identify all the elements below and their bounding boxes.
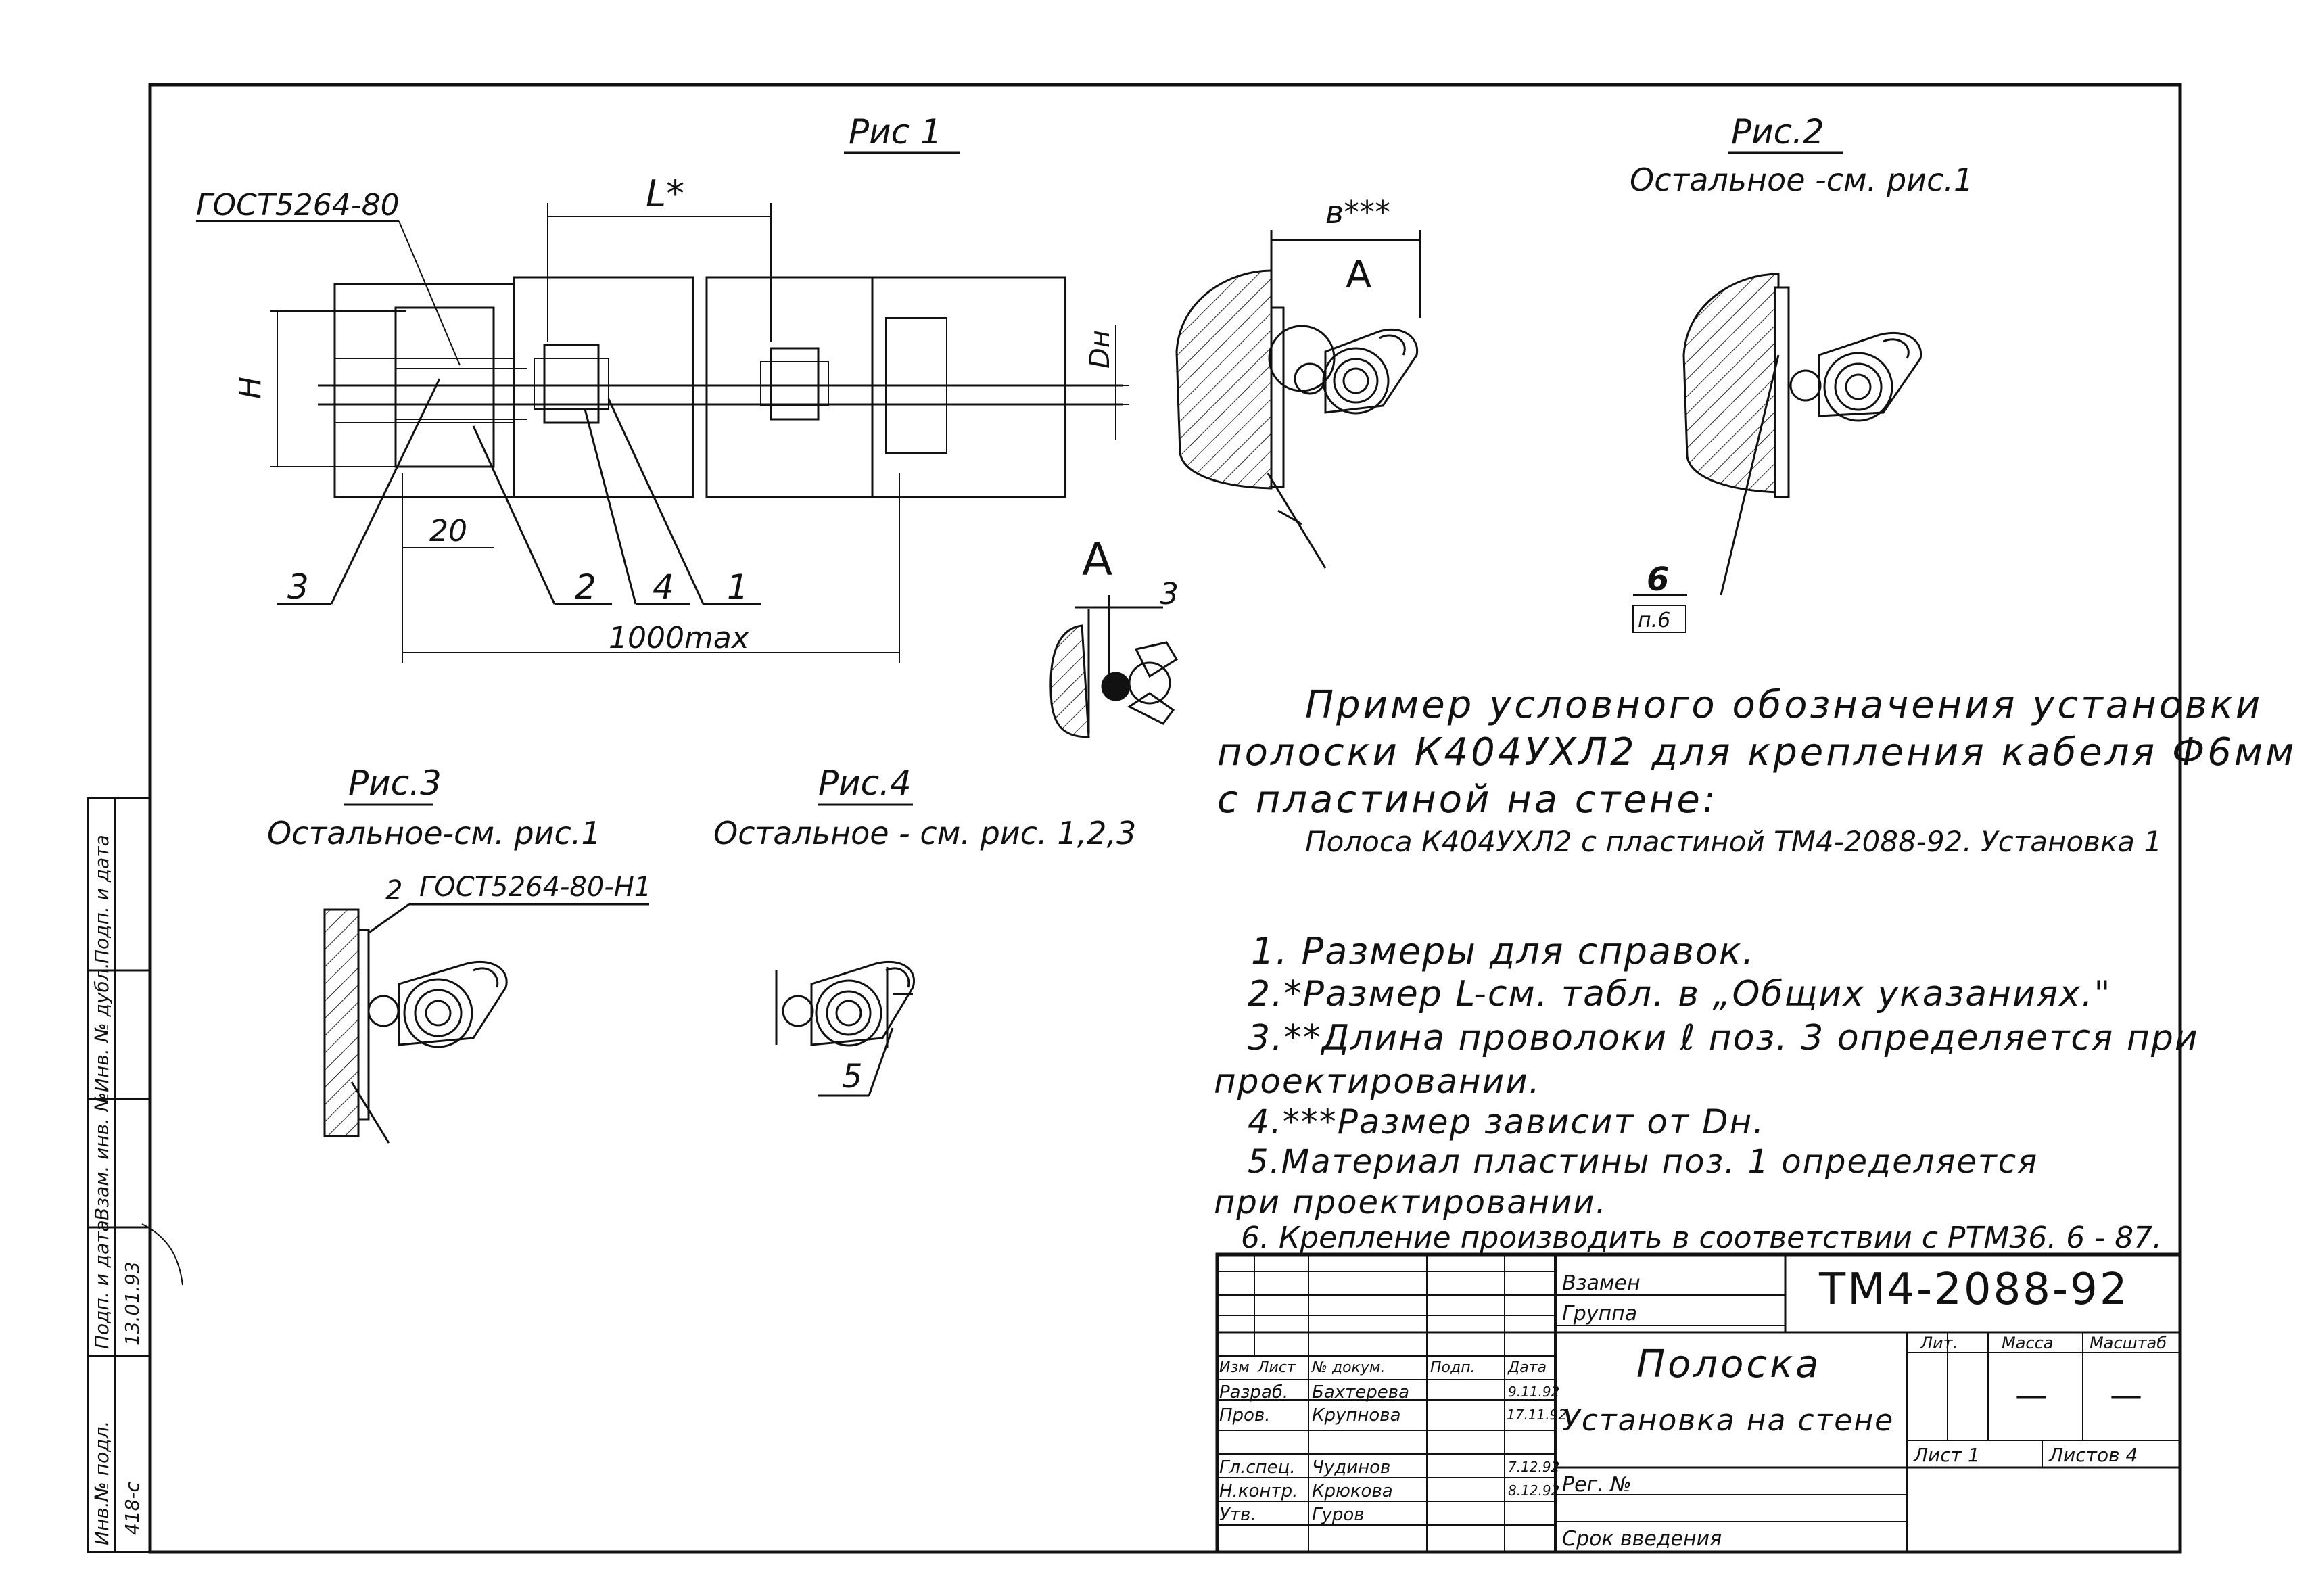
- figure-3: [323, 803, 649, 1144]
- example-line-2: полоски К404УХЛ2 для крепления кабеля Ф6…: [1217, 730, 2297, 774]
- fig4-subtitle: Остальное - см. рис. 1,2,3: [713, 815, 1136, 851]
- stamp-inv-no: 418-с: [121, 1481, 143, 1535]
- fig1-standard: ГОСТ5264-80: [196, 188, 400, 222]
- tb-replaces: Взамен: [1562, 1271, 1641, 1295]
- figure-2: [1632, 151, 1922, 633]
- fig3-subtitle: Остальное-см. рис.1: [267, 815, 601, 851]
- tb-name-3: Чудинов: [1312, 1457, 1391, 1478]
- fig1-callout-1: 1: [727, 567, 749, 607]
- figure-2-section: [1175, 230, 1421, 569]
- fig1-title: Рис 1: [849, 112, 942, 151]
- fig1-dim-max: 1000max: [609, 621, 750, 655]
- tb-doc-number: ТМ4-2088-92: [1819, 1265, 2129, 1315]
- fig1-callout-2: 2: [575, 567, 596, 607]
- tb-lit: Лит.: [1920, 1334, 1958, 1353]
- stamp-sign-date-label-2: Подп. и дата: [91, 835, 113, 964]
- view-a-dim: 3: [1160, 577, 1179, 611]
- tb-group: Группа: [1562, 1302, 1638, 1325]
- tb-mass-value: —: [2015, 1376, 2048, 1414]
- view-a-labels: А 3: [1082, 534, 1179, 611]
- fig1-dim-dn: Dн: [1085, 330, 1116, 369]
- tb-role-4: Н.контр.: [1219, 1481, 1298, 1501]
- tb-name-5: Гуров: [1312, 1505, 1365, 1525]
- fig4-title: Рис.4: [818, 764, 912, 803]
- tb-col-sign: Подп.: [1430, 1359, 1476, 1376]
- note-2: 2.*Размер L-см. табл. в „Общих указаниях…: [1248, 974, 2112, 1014]
- fig3-callout: 2: [385, 875, 402, 906]
- fig2-view-a: А: [1346, 253, 1371, 297]
- tb-col-doc: № докум.: [1312, 1359, 1386, 1376]
- tb-date-2: 17.11.92: [1507, 1407, 1567, 1423]
- tb-sheets: Листов 4: [2049, 1444, 2138, 1466]
- tb-date-1: 9.11.92: [1508, 1384, 1560, 1400]
- stamp-sign-date-label: Подп. и дата: [91, 1220, 113, 1349]
- note-3: 3.**Длина проволоки ℓ поз. 3 определяетс…: [1248, 1018, 2199, 1058]
- tb-col-izm: Изм: [1219, 1359, 1250, 1376]
- stamp-replace-inv-label: Взам. инв. №: [91, 1092, 113, 1221]
- tb-role-2: Пров.: [1219, 1405, 1271, 1426]
- figure-4-labels: Рис.4 Остальное - см. рис. 1,2,3 5: [713, 764, 1136, 1096]
- note-5-cont: при проектировании.: [1214, 1183, 1607, 1221]
- tb-name-line-2: Установка на стене: [1562, 1403, 1895, 1438]
- fig4-callout: 5: [842, 1058, 863, 1096]
- tb-mass: Масса: [2002, 1334, 2054, 1353]
- stamp-inv-label: Инв.№ подл.: [91, 1421, 113, 1545]
- note-3-cont: проектировании.: [1214, 1062, 1541, 1101]
- figure-2-text: Рис.2 Остальное -см. рис.1 6 п.6: [1630, 112, 1973, 632]
- fig2-callout-sub: п.6: [1638, 609, 1670, 632]
- tb-col-list: Лист: [1258, 1359, 1296, 1376]
- figure-3-labels: Рис.3 Остальное-см. рис.1 2 ГОСТ5264-80-…: [267, 764, 651, 906]
- note-6: 6. Крепление производить в соответствии …: [1241, 1221, 2163, 1255]
- tb-sheet: Лист 1: [1914, 1444, 1980, 1466]
- tb-scale: Масштаб: [2090, 1334, 2167, 1353]
- fig1-dim-20: 20: [429, 514, 467, 548]
- example-line-1: Пример условного обозначения установки: [1305, 683, 2263, 727]
- fig1-callout-3: 3: [287, 567, 309, 607]
- fig3-standard: ГОСТ5264-80-Н1: [419, 872, 651, 903]
- note-5: 5.Материал пластины поз. 1 определяется: [1248, 1143, 2039, 1181]
- stamp-date: 13.01.93: [121, 1261, 143, 1346]
- figure-1: [196, 151, 1129, 663]
- tb-name-1: Бахтерева: [1312, 1382, 1410, 1403]
- tb-col-date: Дата: [1508, 1359, 1547, 1376]
- fig1-callout-4: 4: [653, 567, 674, 607]
- view-a-label: А: [1082, 534, 1112, 586]
- example-line-3: с пластиной на стене:: [1217, 778, 1718, 822]
- figure-4: [775, 803, 915, 1097]
- tb-name-line-1: Полоска: [1636, 1342, 1822, 1386]
- stamp-dup-inv-label: Инв. № дубл.: [91, 962, 113, 1092]
- tb-term: Срок введения: [1562, 1527, 1722, 1551]
- tb-role-3: Гл.спец.: [1219, 1457, 1296, 1478]
- view-a: [1049, 595, 1179, 738]
- tb-name-4: Крюкова: [1312, 1481, 1393, 1501]
- figure-1-labels: Рис 1 ГОСТ5264-80 L* H Dн 20 1000max 3 2…: [196, 112, 1116, 655]
- tb-reg: Рег. №: [1562, 1473, 1632, 1497]
- tb-date-4: 8.12.92: [1508, 1482, 1560, 1499]
- fig1-dim-l: L*: [646, 172, 684, 215]
- tb-role-1: Разраб.: [1219, 1382, 1289, 1403]
- fig2-subtitle: Остальное -см. рис.1: [1630, 162, 1973, 198]
- title-block: [1215, 1252, 2182, 1554]
- fig1-dim-h: H: [233, 377, 268, 399]
- fig3-title: Рис.3: [348, 764, 442, 803]
- tb-scale-value: —: [2110, 1376, 2142, 1414]
- margin-stamp-text: Инв.№ подл. Подп. и дата Взам. инв. № Ин…: [91, 835, 143, 1545]
- figure-2-labels: в*** А: [1325, 194, 1390, 297]
- fig2-dim-b: в***: [1325, 194, 1390, 231]
- example-line-4: Полоса К404УХЛ2 с пластиной ТМ4-2088-92.…: [1305, 825, 2163, 858]
- tb-name-2: Крупнова: [1312, 1405, 1401, 1426]
- tb-date-3: 7.12.92: [1508, 1459, 1560, 1475]
- tb-role-5: Утв.: [1219, 1505, 1256, 1525]
- margin-stamp: [87, 797, 183, 1553]
- fig2-title: Рис.2: [1731, 112, 1824, 151]
- fig2-callout: 6: [1647, 561, 1669, 598]
- note-4: 4.***Размер зависит от Dн.: [1248, 1102, 1766, 1142]
- note-1: 1. Размеры для справок.: [1251, 930, 1755, 972]
